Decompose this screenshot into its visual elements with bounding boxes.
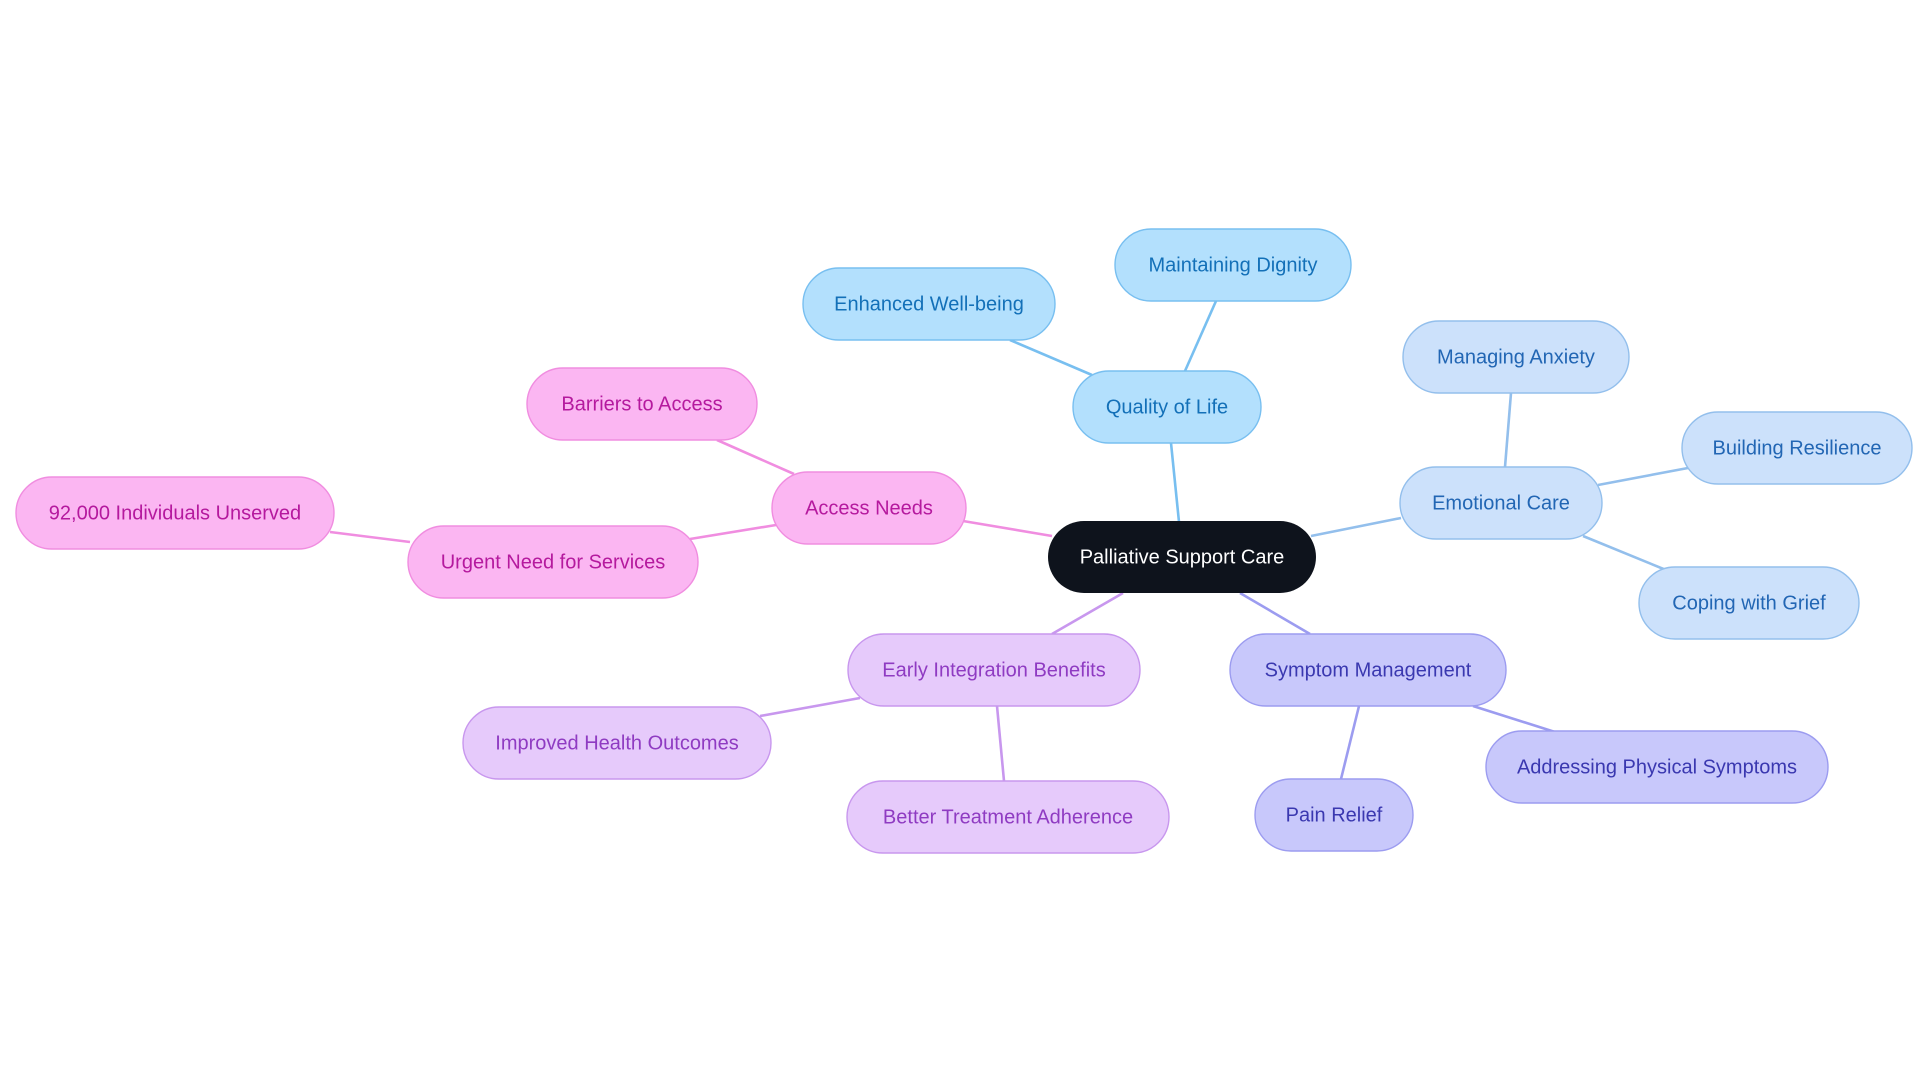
node-early-integration-benefits: Early Integration Benefits <box>847 633 1141 707</box>
node-shape-coping-with-grief <box>1638 566 1860 640</box>
node-shape-better-treatment-adherence <box>846 780 1170 854</box>
node-shape-symptom-management <box>1229 633 1507 707</box>
edge-to-building-resilience <box>1597 466 1689 487</box>
node-shape-managing-anxiety <box>1402 320 1630 394</box>
edge-to-symptom-management <box>1239 591 1311 636</box>
node-shape-addressing-physical-symptoms <box>1485 730 1829 804</box>
edge-to-pain-relief <box>1339 705 1361 780</box>
node-shape-enhanced-well-being <box>802 267 1056 341</box>
edge-to-maintaining-dignity <box>1183 300 1218 372</box>
node-barriers-to-access: Barriers to Access <box>526 367 758 441</box>
node-shape-access-needs <box>771 471 967 545</box>
node-improved-health-outcomes: Improved Health Outcomes <box>462 706 772 780</box>
node-label-access-needs: Access Needs <box>805 497 933 519</box>
node-label-emotional-care: Emotional Care <box>1432 492 1570 514</box>
node-shape-quality-of-life <box>1072 370 1262 444</box>
node-label-root: Palliative Support Care <box>1080 546 1285 568</box>
node-label-barriers-to-access: Barriers to Access <box>561 393 722 415</box>
mind-map-nodes: Palliative Support Care Quality of Life En… <box>15 228 1913 854</box>
node-shape-building-resilience <box>1681 411 1913 485</box>
node-label-symptom-management: Symptom Management <box>1265 659 1472 681</box>
node-label-improved-health-outcomes: Improved Health Outcomes <box>495 732 738 754</box>
edge-to-early-integration-benefits <box>1051 591 1124 636</box>
edge-to-quality-of-life <box>1169 442 1181 523</box>
edge-to-barriers-to-access <box>716 438 795 476</box>
edge-to-access-needs <box>962 519 1053 538</box>
node-enhanced-well-being: Enhanced Well-being <box>802 267 1056 341</box>
mind-map-edges <box>329 300 1689 782</box>
node-shape-maintaining-dignity <box>1114 228 1352 302</box>
node-shape-emotional-care <box>1399 466 1603 540</box>
edge-to-individuals-unserved <box>329 530 411 544</box>
edge-to-improved-health-outcomes <box>759 696 861 718</box>
node-symptom-management: Symptom Management <box>1229 633 1507 707</box>
node-label-urgent-need-for-services: Urgent Need for Services <box>441 551 666 573</box>
node-label-enhanced-well-being: Enhanced Well-being <box>834 293 1024 315</box>
edge-to-urgent-need-for-services <box>689 523 777 541</box>
node-access-needs: Access Needs <box>771 471 967 545</box>
node-urgent-need-for-services: Urgent Need for Services <box>407 525 699 599</box>
node-coping-with-grief: Coping with Grief <box>1638 566 1860 640</box>
node-label-pain-relief: Pain Relief <box>1286 804 1383 826</box>
node-shape-pain-relief <box>1254 778 1414 852</box>
node-emotional-care: Emotional Care <box>1399 466 1603 540</box>
node-label-building-resilience: Building Resilience <box>1713 437 1882 459</box>
node-shape-urgent-need-for-services <box>407 525 699 599</box>
node-label-quality-of-life: Quality of Life <box>1106 396 1228 418</box>
edge-to-addressing-physical-symptoms <box>1472 704 1556 734</box>
node-shape-barriers-to-access <box>526 367 758 441</box>
edge-to-better-treatment-adherence <box>995 705 1006 782</box>
node-label-managing-anxiety: Managing Anxiety <box>1437 346 1595 368</box>
edge-to-managing-anxiety <box>1503 392 1513 468</box>
node-label-individuals-unserved: 92,000 Individuals Unserved <box>49 502 301 524</box>
node-pain-relief: Pain Relief <box>1254 778 1414 852</box>
node-label-better-treatment-adherence: Better Treatment Adherence <box>883 806 1133 828</box>
node-quality-of-life: Quality of Life <box>1072 370 1262 444</box>
edge-to-coping-with-grief <box>1582 534 1667 572</box>
node-shape-early-integration-benefits <box>847 633 1141 707</box>
node-shape-individuals-unserved <box>15 476 335 550</box>
node-root: Palliative Support Care <box>1048 521 1316 593</box>
node-label-maintaining-dignity: Maintaining Dignity <box>1149 254 1318 276</box>
node-shape-improved-health-outcomes <box>462 706 772 780</box>
edge-to-emotional-care <box>1310 516 1402 538</box>
node-better-treatment-adherence: Better Treatment Adherence <box>846 780 1170 854</box>
node-managing-anxiety: Managing Anxiety <box>1402 320 1630 394</box>
node-label-addressing-physical-symptoms: Addressing Physical Symptoms <box>1517 756 1797 778</box>
node-building-resilience: Building Resilience <box>1681 411 1913 485</box>
node-individuals-unserved: 92,000 Individuals Unserved <box>15 476 335 550</box>
node-addressing-physical-symptoms: Addressing Physical Symptoms <box>1485 730 1829 804</box>
node-label-coping-with-grief: Coping with Grief <box>1672 592 1826 614</box>
node-label-early-integration-benefits: Early Integration Benefits <box>882 659 1105 681</box>
node-maintaining-dignity: Maintaining Dignity <box>1114 228 1352 302</box>
node-shape-root <box>1048 521 1316 593</box>
edge-to-enhanced-well-being <box>1009 338 1093 377</box>
